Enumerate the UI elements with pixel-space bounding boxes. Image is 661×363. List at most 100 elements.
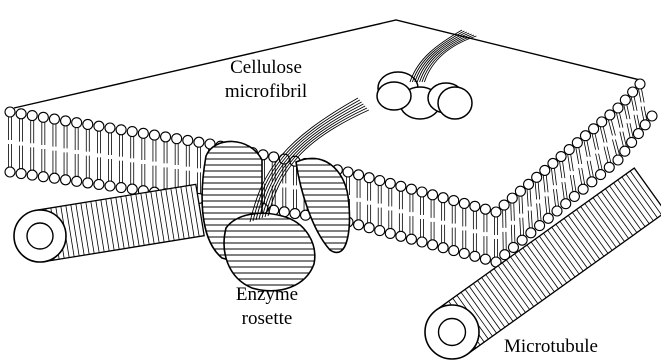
lipid-tail	[523, 218, 524, 235]
lipid-tail	[642, 89, 645, 102]
lipid-head	[515, 186, 525, 196]
lipid-head	[564, 145, 574, 155]
lipid-head	[449, 246, 459, 256]
lipid-tail	[537, 203, 538, 220]
lipid-tail	[565, 182, 567, 199]
label-enzyme-line1: Enzyme	[212, 283, 322, 307]
lipid-head	[149, 130, 159, 140]
lipid-tail	[617, 113, 620, 128]
microtubule-left	[14, 184, 204, 262]
lipid-tail	[579, 148, 582, 164]
rosette-lobe-3	[224, 213, 315, 290]
lipid-head	[417, 237, 427, 247]
lipid-head	[183, 135, 193, 145]
label-enzyme-line2: rosette	[212, 307, 322, 331]
lipid-tail	[511, 225, 512, 243]
lipid-head	[480, 204, 490, 214]
lipid-head	[94, 179, 104, 189]
lipid-head	[38, 172, 48, 182]
lipid-tail	[522, 196, 523, 213]
label-cellulose-microfibril: Cellulose microfibril	[206, 56, 326, 104]
lipid-head	[548, 158, 558, 168]
lipid-head	[161, 132, 171, 142]
lipid-tail	[556, 189, 558, 206]
lipid-head	[290, 209, 300, 219]
lipid-head	[428, 190, 438, 200]
lipid-head	[540, 165, 550, 175]
lipid-tail	[571, 155, 574, 171]
lipid-tail	[639, 89, 642, 102]
lipid-tail	[560, 162, 562, 179]
lipid-head	[27, 170, 37, 180]
lipid-head	[417, 187, 427, 197]
lipid-head	[556, 152, 566, 162]
lipid-tail	[563, 162, 565, 179]
lipid-tail	[624, 105, 627, 119]
lipid-head	[640, 120, 650, 130]
lipid-tail	[634, 115, 637, 129]
lipid-head	[364, 223, 374, 233]
lipid-head	[543, 213, 553, 223]
lipid-head	[72, 176, 82, 186]
lipid-tail	[514, 203, 515, 221]
lipid-tail	[637, 115, 640, 129]
lipid-head	[375, 176, 385, 186]
lipid-head	[572, 138, 582, 148]
lipid-head	[343, 167, 353, 177]
small-rosette-subunit-5	[377, 82, 411, 110]
label-enzyme-rosette: Enzyme rosette	[212, 283, 322, 331]
lipid-tail	[548, 196, 550, 213]
lipid-head	[597, 117, 607, 127]
lipid-head	[470, 251, 480, 261]
lipid-head	[61, 175, 71, 185]
lipid-head	[5, 107, 15, 117]
lipid-tail	[627, 105, 630, 119]
lipid-head	[532, 172, 542, 182]
lipid-head	[105, 181, 115, 191]
lipid-tail	[511, 203, 512, 221]
lipid-tail	[620, 113, 623, 128]
lipid-head	[364, 173, 374, 183]
lipid-tail	[540, 203, 541, 220]
lipid-head	[459, 248, 469, 258]
lipid-tail	[592, 134, 595, 150]
lipid-head	[354, 170, 364, 180]
lipid-head	[94, 121, 104, 131]
lipid-head	[620, 146, 630, 156]
lipid-tail	[596, 154, 599, 170]
lipid-tail	[530, 189, 531, 206]
lipid-head	[116, 183, 126, 193]
lipid-tail	[528, 211, 529, 228]
lipid-head	[524, 179, 534, 189]
lipid-tail	[535, 182, 536, 199]
enzyme-rosette	[202, 141, 349, 290]
lipid-head	[127, 127, 137, 137]
lipid-tail	[584, 141, 587, 157]
lipid-tail	[551, 168, 553, 185]
lipid-head	[83, 178, 93, 188]
microtubule-lumen	[27, 223, 53, 249]
lipid-head	[580, 131, 590, 141]
lipid-head	[635, 79, 645, 89]
lipid-head	[385, 178, 395, 188]
lipid-head	[535, 221, 545, 231]
lipid-tail	[562, 182, 564, 199]
lipid-tail	[623, 132, 626, 147]
lipid-tail	[570, 175, 573, 191]
small-rosette-subunit-4	[438, 87, 472, 119]
lipid-head	[480, 254, 490, 264]
lipid-tail	[514, 225, 515, 243]
lipid-tail	[599, 154, 602, 170]
lipid-head	[647, 111, 657, 121]
lipid-head	[613, 155, 623, 165]
lipid-head	[508, 242, 518, 252]
lipid-tail	[543, 175, 545, 192]
lipid-tail	[631, 97, 634, 111]
lipid-head	[499, 200, 509, 210]
lipid-tail	[519, 196, 520, 213]
lipid-tail	[634, 97, 637, 111]
lipid-head	[517, 235, 527, 245]
lipid-head	[596, 170, 606, 180]
